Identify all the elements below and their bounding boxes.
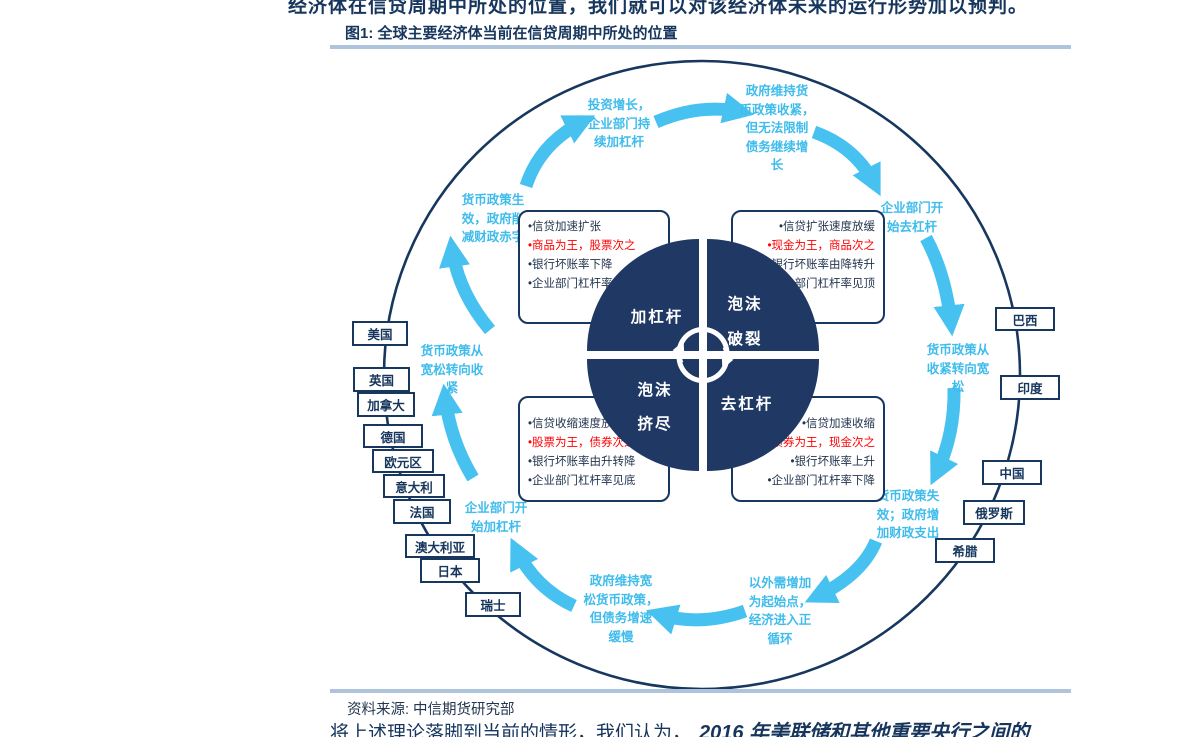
bullet-line: •信贷加速扩张	[528, 221, 602, 233]
cycle-arrow-bottom-right	[804, 538, 883, 603]
cycle-arrow-left-top	[519, 115, 596, 189]
bullet-line: •企业部门杠杆率上升	[528, 278, 636, 290]
country-box-australia: 澳大利亚	[405, 534, 475, 558]
bullet-line: •信贷加速收缩	[801, 418, 875, 430]
country-box-russia: 俄罗斯	[963, 500, 1025, 525]
country-box-brazil: 巴西	[995, 307, 1055, 331]
stage-label-loose-to-tight: 货币政策从 宽松转向收 紧	[420, 344, 484, 395]
body-text-bottom: 将上述理论落脚到当前的情形，我们认为， 2016 年美联储和其他重要央行之间的	[330, 716, 1029, 737]
stage-label-investment-growth: 投资增长， 企业部门持 续加杠杆	[587, 98, 651, 149]
quadrant-label-deleverage: 去杠杆	[720, 396, 774, 413]
source-note: 资料来源: 中信期货研究部	[347, 702, 515, 718]
cycle-arrow-left-upper	[439, 235, 496, 335]
country-box-france: 法国	[393, 499, 451, 524]
country-box-india: 印度	[1000, 375, 1060, 400]
country-box-eurozone: 欧元区	[372, 449, 434, 473]
country-box-switzerland: 瑞士	[465, 592, 521, 617]
bullet-line: •债券为王，现金次之	[767, 437, 875, 449]
closing-text-emphasis: 2016 年美联储和其他重要央行之间的	[699, 722, 1030, 737]
bullet-line: •现金为王，商品次之	[767, 240, 875, 252]
stage-label-government-loose: 政府维持宽 松货币政策， 但债务增速 缓慢	[583, 574, 659, 644]
figure-caption: 图1: 全球主要经济体当前在信贷周期中所处的位置	[345, 25, 678, 42]
bullet-line: •企业部门杠杆率下降	[767, 475, 875, 487]
stage-label-government-tightening: 政府维持货 币政策收紧， 但无法限制 债务继续增 长	[739, 84, 815, 172]
figure-bottom-divider	[330, 689, 1071, 693]
cycle-arrow-right-top	[811, 125, 881, 197]
stage-label-tight-to-loose: 货币政策从 收紧转向宽 松	[926, 343, 990, 394]
country-box-uk: 英国	[353, 367, 410, 392]
quadrant-label-bubble-squeeze: 泡沫 挤尽	[637, 382, 673, 433]
bullet-line: •银行坏账率由升转降	[528, 456, 636, 468]
quadrant-label-bubble-burst: 泡沫 破裂	[727, 296, 763, 348]
bullet-line: •银行坏账率下降	[528, 259, 613, 271]
country-box-china: 中国	[982, 460, 1042, 485]
country-box-canada: 加拿大	[357, 392, 415, 417]
body-text-top: 经济体在信贷周期中所处的位置，我们就可以对该经济体未来的运行形势加以预判。	[288, 0, 1029, 17]
cycle-arrow-top	[653, 92, 755, 128]
stage-label-corporate-leverage: 企业部门开 始加杠杆	[464, 501, 528, 534]
country-box-japan: 日本	[420, 558, 480, 583]
bullet-line: •企业部门杠杆率见底	[528, 475, 636, 487]
country-box-greece: 希腊	[935, 538, 995, 563]
bullet-line: •信贷扩张速度放缓	[778, 221, 875, 233]
quadrant-label-add-leverage: 加杠杆	[630, 309, 684, 326]
stage-label-external-demand: 以外需增加 为起始点， 经济进入正 循环	[748, 576, 812, 646]
cycle-arrow-right-lower	[930, 387, 961, 486]
country-box-usa: 美国	[352, 321, 408, 346]
country-box-italy: 意大利	[383, 474, 445, 498]
bullet-line: •银行坏账率由降转升	[767, 259, 875, 271]
bullet-line: •商品为王，股票次之	[528, 240, 636, 252]
cycle-arrow-right-upper	[920, 234, 965, 337]
country-box-germany: 德国	[363, 424, 423, 448]
bullet-line: •银行坏账率上升	[790, 456, 875, 468]
cycle-arrow-left-lower	[431, 383, 479, 482]
cycle-arrow-bottom	[646, 604, 748, 635]
figure-top-divider	[330, 45, 1071, 49]
closing-text: 将上述理论落脚到当前的情形，我们认为，	[330, 723, 692, 737]
cycle-arrow-bottom-left	[510, 537, 577, 612]
